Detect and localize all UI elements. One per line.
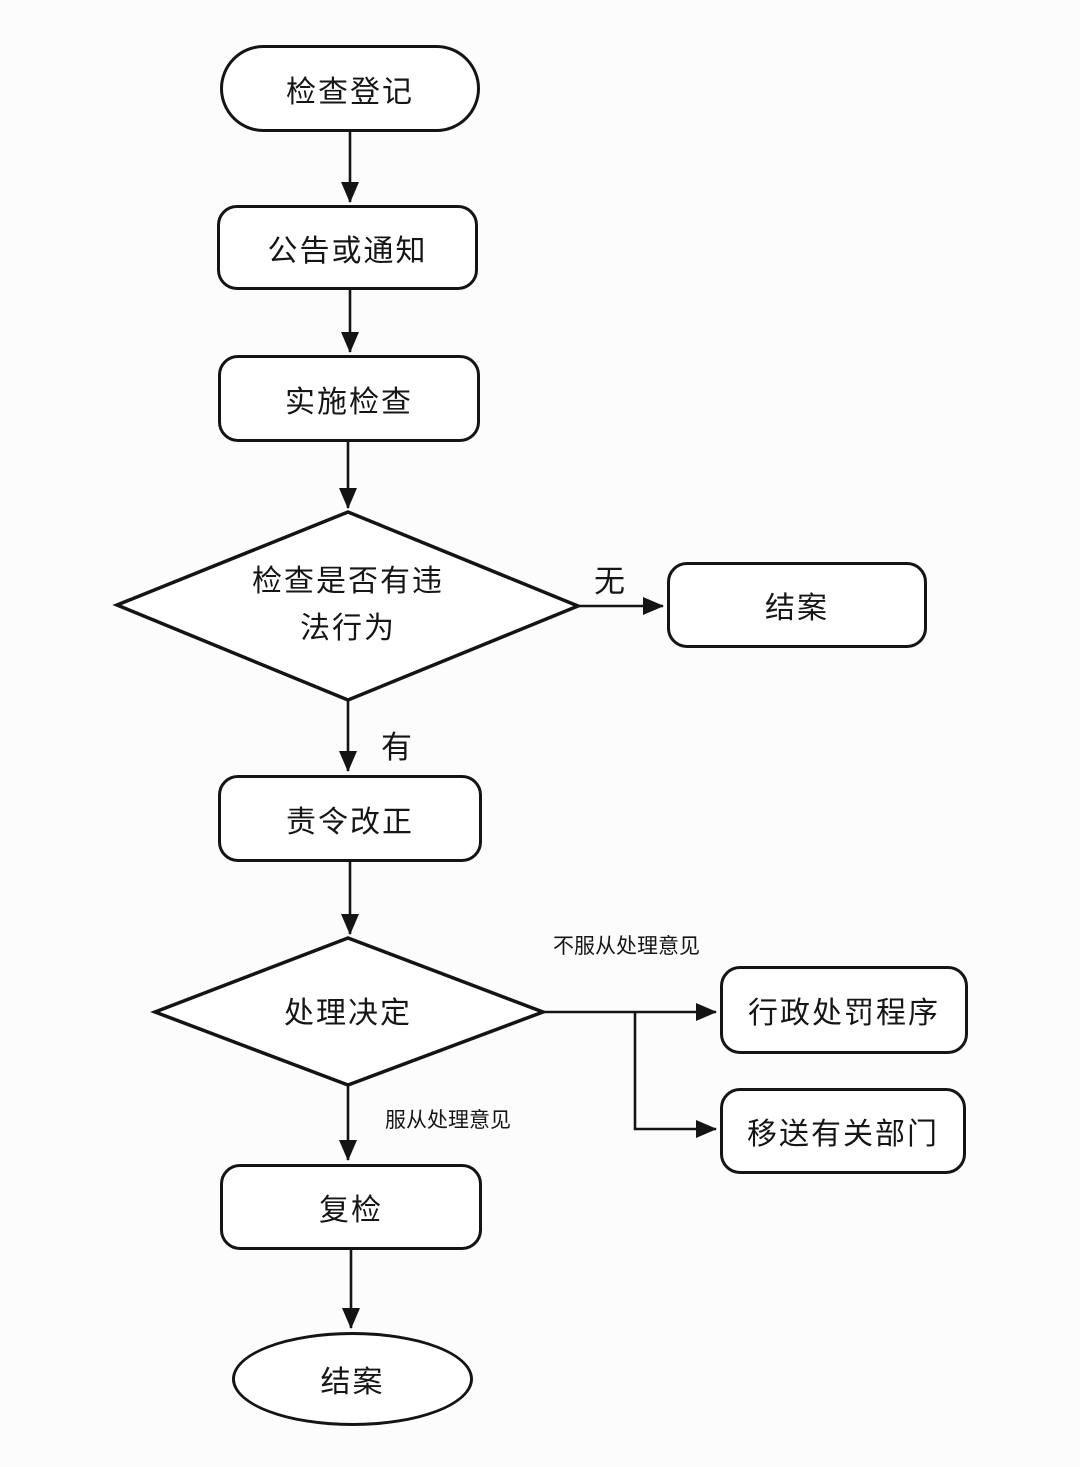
node-start-label: 检查登记: [286, 75, 414, 109]
node-inspect: 实施检查: [218, 355, 480, 442]
node-violation-decision-label: 检查是否有违 法行为: [188, 558, 508, 652]
node-start: 检查登记: [220, 45, 480, 132]
node-order-correction: 责令改正: [218, 775, 482, 862]
node-reinspection: 复检: [220, 1164, 482, 1250]
edge-label-obey-opinion: 服从处理意见: [385, 1108, 511, 1132]
handling-decision-line1: 处理决定: [284, 997, 412, 1030]
node-admin-penalty-label: 行政处罚程序: [748, 997, 940, 1030]
violation-decision-line1: 检查是否有违: [252, 565, 444, 598]
edge-label-disobey-opinion: 不服从处理意见: [553, 934, 700, 958]
node-notice: 公告或通知: [217, 205, 478, 290]
edge-label-has-violation: 有: [381, 730, 412, 765]
edge-disobey-to-transfer-department: [633, 1012, 717, 1138]
node-transfer-department-label: 移送有关部门: [747, 1118, 939, 1151]
edge-label-no-violation: 无: [594, 564, 625, 599]
node-notice-label: 公告或通知: [267, 234, 428, 268]
node-order-correction-label: 责令改正: [286, 805, 414, 839]
node-close-case-no-violation-label: 结案: [765, 592, 829, 625]
node-close-case-no-violation: 结案: [667, 562, 927, 648]
node-inspect-label: 实施检查: [285, 385, 413, 419]
node-handling-decision-label: 处理决定: [188, 990, 508, 1037]
node-transfer-department: 移送有关部门: [720, 1088, 966, 1174]
violation-decision-line2: 法行为: [300, 612, 396, 645]
node-close-case-end-label: 结案: [320, 1366, 385, 1399]
node-close-case-end: 结案: [232, 1332, 473, 1426]
node-admin-penalty: 行政处罚程序: [720, 966, 968, 1054]
node-reinspection-label: 复检: [319, 1194, 383, 1227]
